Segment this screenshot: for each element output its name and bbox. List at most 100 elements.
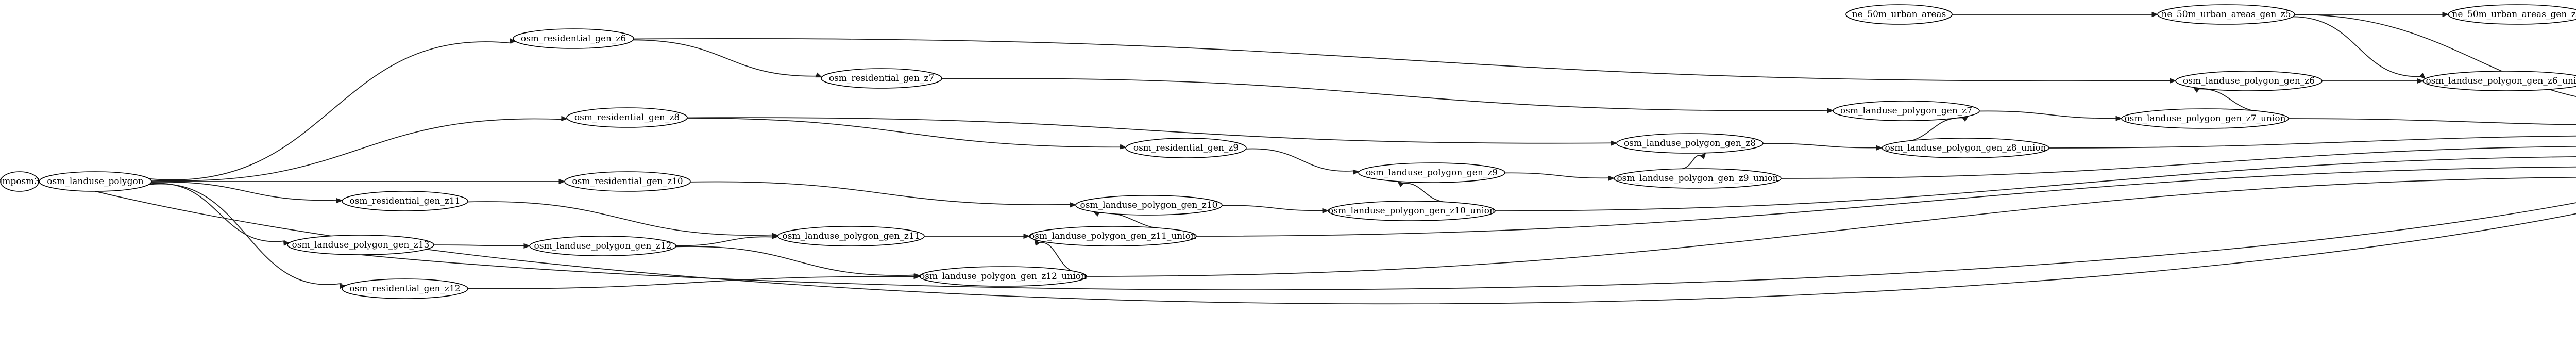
node-label: osm_landuse_polygon_gen_z13: [292, 240, 430, 250]
edge-path: [1781, 146, 2576, 179]
graph-edge-osm_residential_gen_z8-to-osm_landuse_polygon_gen_z8: [686, 117, 1618, 146]
graph-edge-osm_landuse_polygon_gen_z11_union-to-record-z11: [1196, 166, 2576, 237]
edge-arrowhead: [1608, 175, 1615, 181]
graph-edge-osm_landuse_polygon_gen_z7_union-to-record-z7: [2288, 118, 2576, 125]
graph-edge-osm_residential_gen_z6-to-osm_residential_gen_z7: [632, 39, 823, 78]
edge-arrowhead: [815, 72, 823, 78]
node-label: osm_landuse_polygon_gen_z7_union: [2124, 113, 2285, 124]
edge-arrowhead: [1611, 140, 1618, 146]
edge-path: [686, 117, 1613, 144]
node-shape: [777, 226, 925, 246]
node-label: ne_50m_urban_areas_gen_z4: [2452, 9, 2576, 20]
edge-path: [148, 41, 512, 180]
node-label: osm_residential_gen_z10: [572, 176, 683, 187]
graph-node-osm_residential_gen_z7[interactable]: osm_residential_gen_z7: [821, 68, 942, 89]
edge-path: [149, 183, 285, 242]
graph-edge-osm_landuse_polygon_gen_z10_union-to-osm_landuse_polygon_gen_z9: [1397, 180, 1450, 203]
node-shape: [2121, 108, 2289, 129]
node-shape: [1328, 201, 1496, 221]
graph-edge-ne_50m_urban_areas-to-ne_50m_urban_areas_gen_z5: [1951, 11, 2159, 18]
edge-arrowhead: [913, 273, 921, 279]
graph-edge-osm_landuse_polygon-to-osm_landuse_polygon_gen_z13: [149, 183, 291, 246]
node-label: osm_landuse_polygon_gen_z9: [1366, 168, 1498, 178]
graph-node-osm_landuse_polygon_gen_z12[interactable]: osm_landuse_polygon_gen_z12: [529, 236, 676, 256]
edge-arrowhead: [1120, 144, 1127, 150]
graph-node-osm_landuse_polygon_gen_z9_union[interactable]: osm_landuse_polygon_gen_z9_union: [1614, 168, 1782, 189]
edge-arrowhead: [336, 198, 343, 204]
node-label: osm_landuse_polygon_gen_z10: [1080, 200, 1218, 210]
graph-edge-osm_landuse_polygon_gen_z13-to-osm_landuse_polygon_gen_z12: [433, 243, 531, 249]
edge-arrowhead: [1827, 108, 1834, 113]
edge-arrowhead: [558, 178, 566, 185]
edge-path: [1402, 183, 1450, 203]
graph-edge-osm_landuse_polygon-to-osm_residential_gen_z8: [150, 116, 568, 182]
graph-node-osm_landuse_polygon_gen_z10[interactable]: osm_landuse_polygon_gen_z10: [1075, 195, 1223, 216]
node-shape: [287, 235, 434, 255]
edge-path: [1196, 166, 2576, 237]
graph-node-osm_landuse_polygon_gen_z11[interactable]: osm_landuse_polygon_gen_z11: [777, 226, 925, 246]
node-label: osm_residential_gen_z11: [349, 196, 460, 206]
graph-node-osm_landuse_polygon_gen_z9[interactable]: osm_landuse_polygon_gen_z9: [1358, 162, 1505, 183]
edge-path: [360, 202, 2576, 290]
edge-path: [467, 276, 916, 289]
graph-edge-osm_landuse_polygon_gen_z11-to-osm_landuse_polygon_gen_z11_union: [923, 233, 1030, 239]
node-shape: [2448, 4, 2576, 25]
graph-node-osm_residential_gen_z6[interactable]: osm_residential_gen_z6: [513, 28, 634, 49]
graph-edge-osm_residential_gen_z8-to-osm_residential_gen_z9: [686, 118, 1127, 150]
graph-edge-ne_50m_urban_areas_gen_z5-to-record-z5: [2294, 14, 2576, 97]
edge-arrowhead: [1070, 202, 1077, 208]
graph-node-osm_landuse_polygon_gen_z13[interactable]: osm_landuse_polygon_gen_z13: [287, 235, 434, 255]
graph-node-osm_landuse_polygon_gen_z6_union[interactable]: osm_landuse_polygon_gen_z6_union: [2422, 71, 2576, 91]
node-shape: [566, 107, 688, 128]
node-label: osm_residential_gen_z8: [574, 112, 680, 123]
node-shape: [39, 171, 152, 192]
edge-arrowhead: [2151, 11, 2159, 18]
node-label: osm_landuse_polygon_gen_z9_union: [1617, 173, 1778, 184]
graph-node-imposm3[interactable]: imposm3: [0, 171, 40, 192]
graph-edge-osm_landuse_polygon-to-osm_residential_gen_z6: [148, 38, 517, 180]
graph-node-ne_50m_urban_areas_gen_z5[interactable]: ne_50m_urban_areas_gen_z5: [2157, 4, 2295, 25]
node-shape: [529, 236, 676, 256]
graph-node-osm_landuse_polygon_gen_z7[interactable]: osm_landuse_polygon_gen_z7: [1833, 101, 1980, 121]
edge-arrowhead: [2419, 73, 2426, 79]
graph-node-osm_residential_gen_z10[interactable]: osm_residential_gen_z10: [564, 171, 691, 192]
edge-path: [686, 118, 1121, 148]
graph-node-osm_residential_gen_z12[interactable]: osm_residential_gen_z12: [342, 278, 468, 299]
node-shape: [0, 171, 39, 192]
graph-node-ne_50m_urban_areas_gen_z4[interactable]: ne_50m_urban_areas_gen_z4: [2448, 4, 2576, 25]
graph-node-osm_residential_gen_z8[interactable]: osm_residential_gen_z8: [566, 107, 688, 128]
graph-edge-osm_residential_gen_z11-to-osm_landuse_polygon_gen_z11: [467, 201, 779, 238]
node-shape: [1358, 162, 1505, 183]
edge-path: [1762, 143, 1878, 149]
graph-node-osm_residential_gen_z9[interactable]: osm_residential_gen_z9: [1125, 138, 1247, 158]
graph-node-osm_landuse_polygon_gen_z8_union[interactable]: osm_landuse_polygon_gen_z8_union: [1882, 138, 2049, 158]
graph-node-osm_landuse_polygon_gen_z10_union[interactable]: osm_landuse_polygon_gen_z10_union: [1328, 201, 1496, 221]
graph-node-ne_50m_urban_areas[interactable]: ne_50m_urban_areas: [1845, 4, 1953, 25]
graph-node-osm_landuse_polygon_gen_z6[interactable]: osm_landuse_polygon_gen_z6: [2175, 71, 2323, 91]
graph-node-osm_landuse_polygon_gen_z8[interactable]: osm_landuse_polygon_gen_z8: [1616, 133, 1764, 154]
graph-edge-osm_landuse_polygon-to-osm_residential_gen_z11: [150, 182, 343, 204]
edge-arrowhead: [1322, 208, 1329, 213]
edge-arrowhead: [283, 240, 291, 246]
graph-edge-osm_landuse_polygon_gen_z10-to-osm_landuse_polygon_gen_z10_union: [1221, 205, 1329, 213]
node-label: osm_landuse_polygon_gen_z7: [1840, 106, 1972, 116]
graph-node-osm_landuse_polygon_gen_z11_union[interactable]: osm_landuse_polygon_gen_z11_union: [1029, 226, 1197, 246]
edge-path: [150, 118, 563, 182]
node-shape: [342, 191, 468, 211]
edge-path: [150, 182, 338, 201]
graph-edge-osm_landuse_polygon-to-osm_residential_gen_z12: [147, 183, 347, 289]
node-label: osm_landuse_polygon_gen_z12: [534, 241, 672, 251]
graph-node-osm_landuse_polygon_gen_z12_union[interactable]: osm_landuse_polygon_gen_z12_union: [919, 266, 1087, 287]
graph-node-osm_landuse_polygon[interactable]: osm_landuse_polygon: [39, 171, 152, 192]
graph-edge-osm_residential_gen_z7-to-osm_landuse_polygon_gen_z7: [941, 78, 1834, 113]
graph-edge-osm_landuse_polygon_gen_z12-to-osm_landuse_polygon_gen_z12_union: [675, 246, 921, 279]
node-label: osm_landuse_polygon_gen_z12_union: [920, 271, 1087, 282]
graph-edge-osm_landuse_polygon_gen_z9_union-to-osm_landuse_polygon_gen_z8: [1680, 152, 1706, 170]
edge-path: [433, 244, 526, 246]
graph-edge-osm_landuse_polygon_gen_z13-to-record-z13: [360, 202, 2576, 290]
graph-node-osm_residential_gen_z11[interactable]: osm_residential_gen_z11: [342, 191, 468, 211]
edge-path: [689, 181, 1072, 205]
edge-arrowhead: [1397, 180, 1404, 187]
graph-node-osm_landuse_polygon_gen_z7_union[interactable]: osm_landuse_polygon_gen_z7_union: [2121, 108, 2289, 129]
graph-edge-osm_landuse_polygon-to-osm_residential_gen_z10: [150, 178, 566, 185]
